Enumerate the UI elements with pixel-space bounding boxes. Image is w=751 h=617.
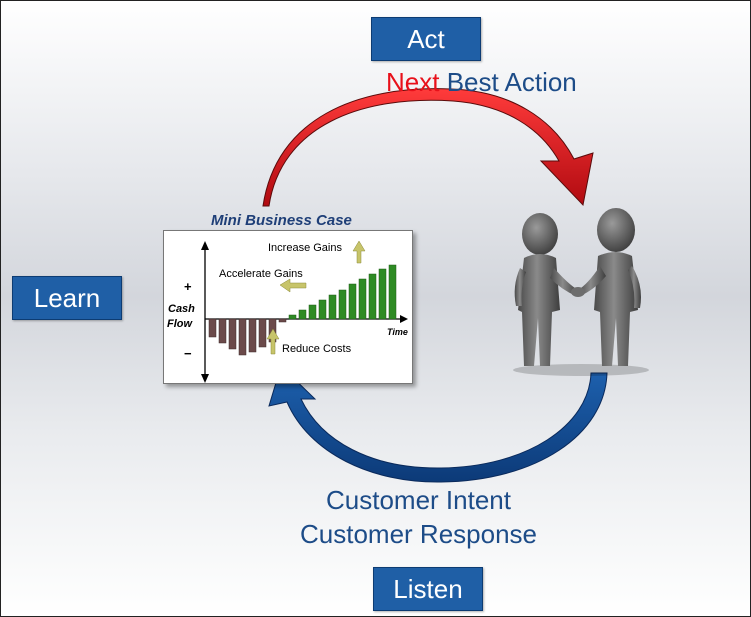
cash-flow-bar bbox=[258, 318, 267, 348]
customer-response-text: Customer Response bbox=[300, 519, 537, 549]
handshake bbox=[571, 287, 585, 297]
cash-flow-bar bbox=[348, 283, 357, 320]
act-label: Act bbox=[407, 23, 445, 54]
cash-flow-bar bbox=[358, 278, 367, 320]
x-axis-label: Time bbox=[387, 327, 408, 337]
listen-label: Listen bbox=[393, 573, 463, 604]
chart-title: Mini Business Case bbox=[211, 212, 352, 229]
next-best-action-heading: Next Best Action bbox=[386, 67, 577, 98]
cash-flow-bar bbox=[238, 318, 247, 356]
next-word: Next bbox=[386, 67, 440, 97]
increase-gains-label: Increase Gains bbox=[268, 242, 342, 254]
bar-group bbox=[208, 264, 397, 356]
cash-flow-bar bbox=[388, 264, 397, 320]
accelerate-gains-label: Accelerate Gains bbox=[219, 268, 303, 280]
chart-svg: + − Cash Flow Time Increase Gains Accele… bbox=[167, 240, 408, 383]
cash-flow-bar bbox=[278, 318, 287, 323]
cash-flow-bar bbox=[318, 299, 327, 320]
x-axis-arrow bbox=[400, 315, 408, 323]
cash-flow-bar bbox=[308, 304, 317, 320]
cash-flow-bar bbox=[298, 309, 307, 320]
right-person-figure bbox=[578, 208, 641, 366]
cash-flow-bar bbox=[218, 318, 227, 344]
listen-box: Listen bbox=[373, 567, 483, 611]
cash-flow-bar bbox=[378, 268, 387, 320]
cash-flow-bar bbox=[328, 294, 337, 320]
y-axis-label-word2: Flow bbox=[167, 318, 193, 330]
blue-curved-arrow bbox=[268, 365, 608, 483]
y-axis-label-word1: Cash bbox=[168, 303, 195, 315]
handshake-people-icon bbox=[513, 208, 649, 376]
cash-flow-bar bbox=[338, 289, 347, 320]
y-axis-label: Cash Flow bbox=[167, 303, 198, 330]
best-action-words: Best Action bbox=[439, 67, 577, 97]
red-curved-arrow bbox=[262, 88, 594, 207]
accelerate-gains-arrow bbox=[279, 278, 307, 293]
y-plus-label: + bbox=[184, 279, 192, 294]
y-axis-arrow-down bbox=[201, 374, 209, 383]
cash-flow-bar bbox=[368, 273, 377, 320]
y-axis-arrow-up bbox=[201, 241, 209, 250]
reduce-costs-arrow bbox=[266, 328, 280, 355]
cash-flow-bar bbox=[208, 318, 217, 338]
act-box: Act bbox=[371, 17, 481, 61]
mini-business-case-chart: + − Cash Flow Time Increase Gains Accele… bbox=[163, 230, 413, 384]
cash-flow-bar bbox=[248, 318, 257, 353]
y-minus-label: − bbox=[184, 346, 192, 361]
left-person-figure bbox=[514, 213, 578, 366]
learn-box: Learn bbox=[12, 276, 122, 320]
learn-label: Learn bbox=[33, 282, 101, 313]
reduce-costs-label: Reduce Costs bbox=[282, 343, 352, 355]
cash-flow-bar bbox=[288, 314, 297, 320]
increase-gains-arrow bbox=[352, 240, 366, 264]
customer-intent-text: Customer Intent bbox=[326, 485, 511, 515]
cash-flow-bar bbox=[228, 318, 237, 350]
